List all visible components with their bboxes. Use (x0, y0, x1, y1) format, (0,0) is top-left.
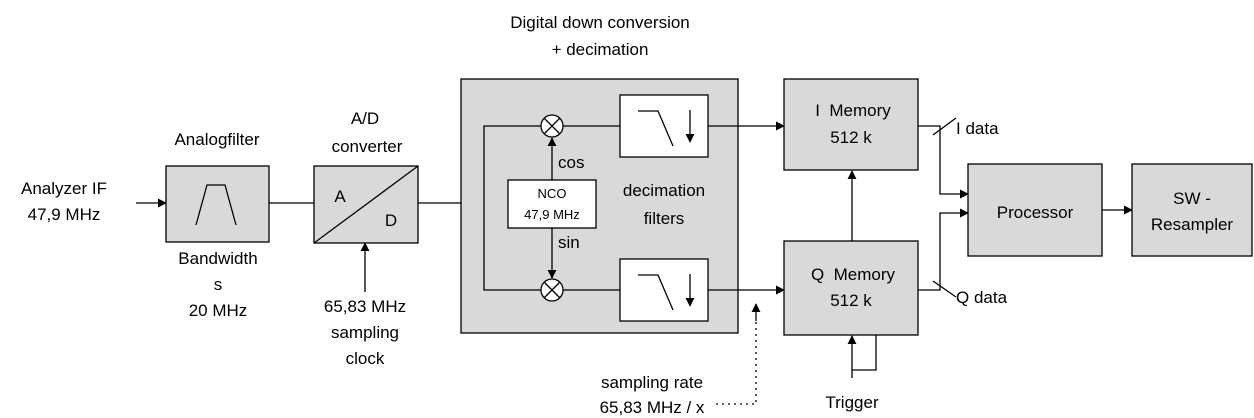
cos-label: cos (558, 153, 584, 172)
sampling-rate-dotted-line (716, 320, 757, 405)
analogfilter-bandwidth-value: 20 MHz (189, 301, 248, 320)
adc-digital-label: D (385, 211, 397, 230)
analyzer-if-frequency: 47,9 MHz (28, 205, 101, 224)
ddc-block: Digital down conversion + decimation NCO… (460, 13, 739, 334)
ddc-title-line2: + decimation (552, 40, 649, 59)
nco-label: NCO (538, 186, 567, 201)
resampler-label-line1: SW - (1173, 189, 1211, 208)
nco-box (507, 179, 597, 229)
i-memory-output-wire (918, 125, 969, 199)
analogfilter-bandwidth-label-wrap: s (214, 275, 223, 294)
sin-label: sin (558, 233, 580, 252)
i-memory-block: I Memory 512 k (783, 78, 919, 171)
decimation-filters-label: decimation (623, 181, 705, 200)
trigger-input: Trigger (825, 335, 879, 412)
q-memory-size: 512 k (830, 291, 872, 310)
i-memory-box (783, 78, 919, 171)
resampler-box (1131, 163, 1253, 257)
i-decimation-filter (619, 94, 709, 158)
sampling-rate-label: sampling rate (601, 373, 703, 392)
processor-block: Processor (967, 163, 1103, 257)
i-mixer-icon (540, 114, 564, 138)
ddc-title-line1: Digital down conversion (510, 13, 690, 32)
adc-title-line2: converter (332, 137, 403, 156)
i-data-tick (932, 117, 957, 136)
processor-label: Processor (997, 203, 1074, 222)
i-memory-label: I Memory (815, 101, 891, 120)
adc-block: A/D converter A D 65,83 MHz sampling clo… (313, 109, 419, 368)
adc-title-line1: A/D (351, 109, 379, 128)
lowpass-filter-icon (638, 110, 674, 147)
analog-filter-box (165, 165, 270, 243)
sampling-rate-value: 65,83 MHz / x (600, 398, 705, 417)
analyzer-if-label: Analyzer IF (21, 179, 107, 198)
trigger-label: Trigger (825, 393, 879, 412)
q-memory-label: Q Memory (811, 265, 896, 284)
trigger-loop-wire (852, 335, 877, 371)
resampler-block: SW - Resampler (1131, 163, 1253, 257)
processor-box (967, 163, 1103, 257)
analogfilter-title: Analogfilter (174, 130, 259, 149)
i-memory-size: 512 k (830, 128, 872, 147)
adc-analog-label: A (334, 187, 346, 206)
q-data-tick (932, 280, 957, 298)
resampler-label-line2: Resampler (1151, 215, 1234, 234)
sampling-clock-frequency: 65,83 MHz (324, 297, 406, 316)
q-memory-block: Q Memory 512 k (783, 240, 919, 336)
lowpass-filter-icon (638, 274, 674, 311)
analog-filter-block: Analogfilter Bandwidth s 20 MHz (165, 130, 270, 320)
i-data-label: I data (956, 119, 999, 138)
q-memory-output-wire (918, 208, 969, 291)
ddc-split-wire (483, 125, 541, 291)
decimation-filters-label-2: filters (644, 209, 685, 228)
q-decimation-filter (619, 258, 709, 322)
adc-diagonal (313, 165, 419, 244)
nco-frequency: 47,9 MHz (524, 207, 580, 222)
sampling-rate-annotation: sampling rate 65,83 MHz / x (600, 303, 761, 417)
bandpass-filter-icon (195, 184, 237, 226)
analyzer-if-input: Analyzer IF 47,9 MHz (21, 179, 167, 224)
sampling-clock-label-2: clock (346, 349, 385, 368)
q-data-label: Q data (956, 288, 1008, 307)
analogfilter-bandwidth-label: Bandwidth (178, 249, 257, 268)
q-mixer-icon (540, 278, 564, 302)
sampling-clock-label: sampling (331, 323, 399, 342)
q-memory-box (783, 240, 919, 336)
